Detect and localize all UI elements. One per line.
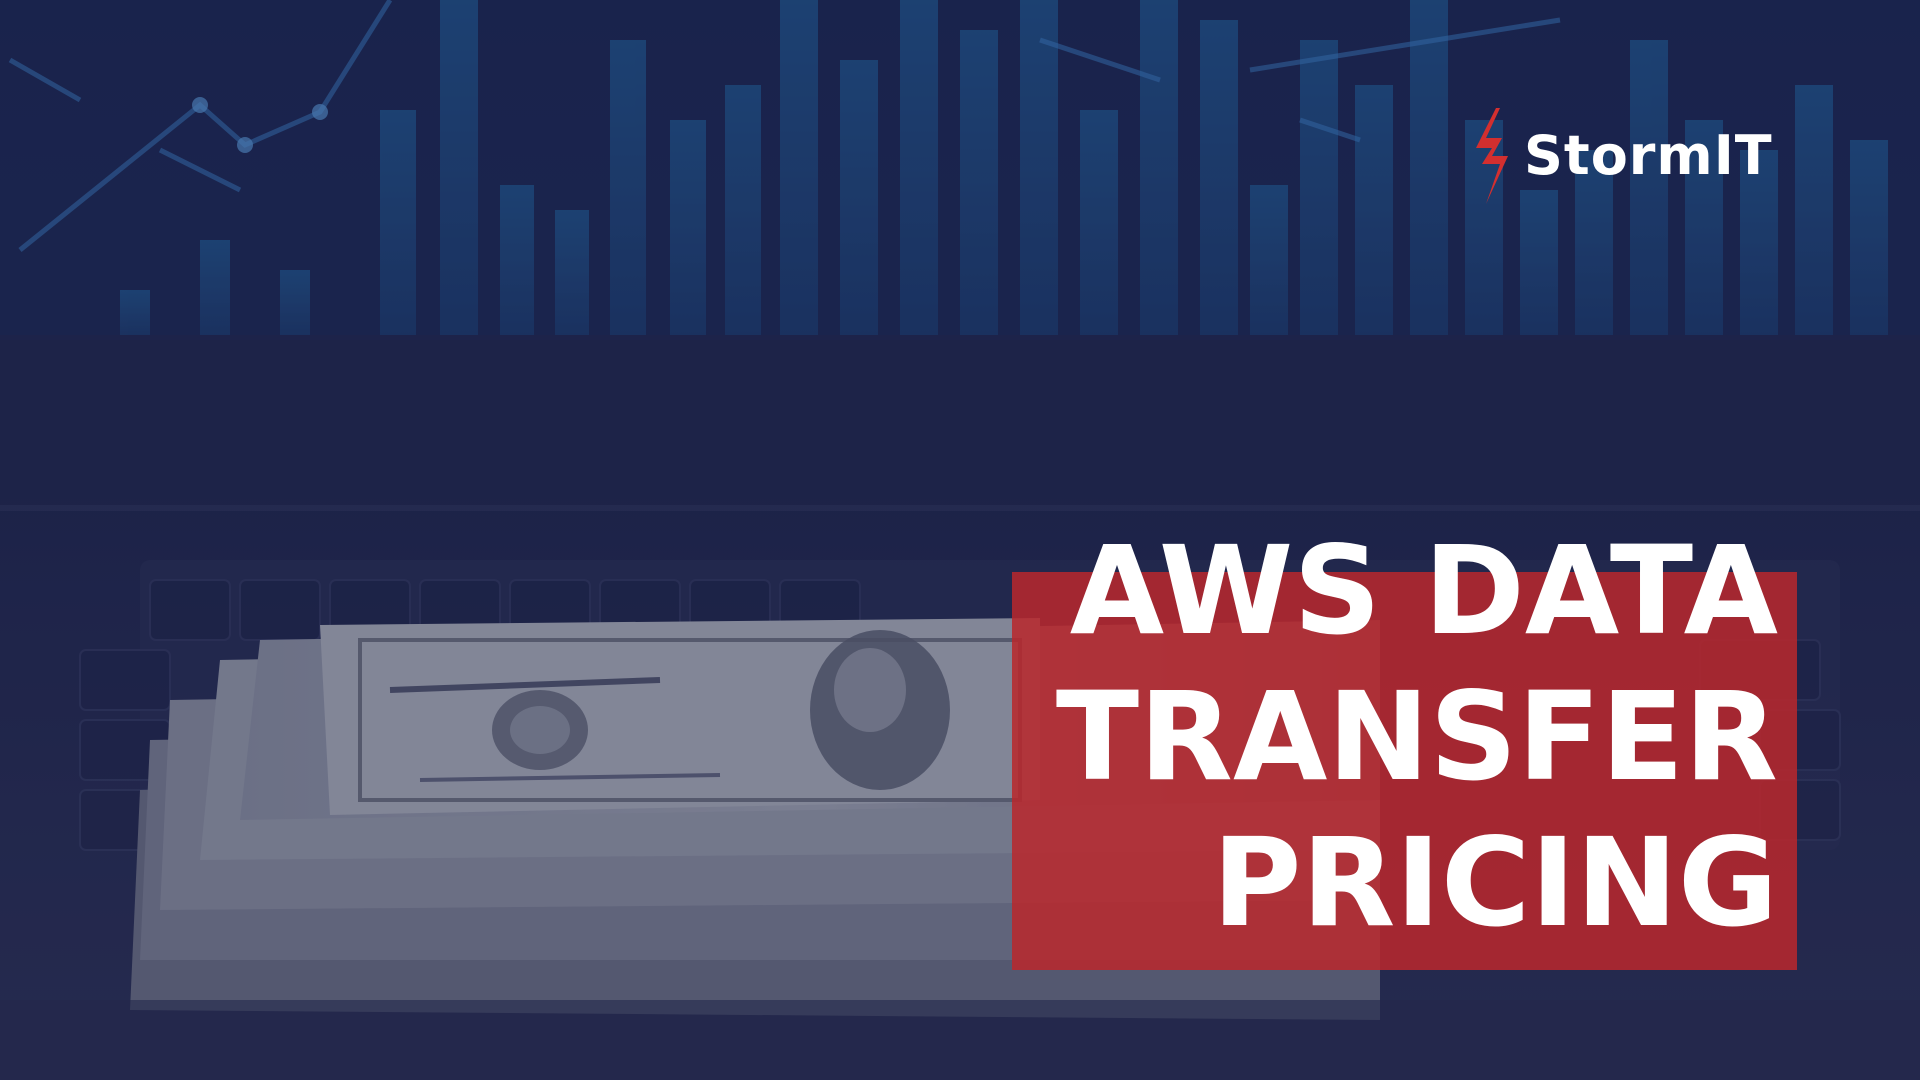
- title-line-1: AWS DATA: [1069, 520, 1778, 662]
- lightning-bolt-icon: [1476, 108, 1508, 204]
- screen-line-points: [192, 97, 328, 153]
- brand-name: StormIT: [1524, 124, 1773, 187]
- title-highlight-box: [1012, 572, 1797, 970]
- title-line-2: TRANSFER: [1055, 666, 1778, 808]
- title-line-3: PRICING: [1212, 812, 1778, 954]
- brand-logo[interactable]: StormIT: [1470, 108, 1773, 204]
- screen-bar-chart: [120, 0, 1888, 335]
- page-title: AWS DATA TRANSFER PRICING: [1056, 518, 1778, 956]
